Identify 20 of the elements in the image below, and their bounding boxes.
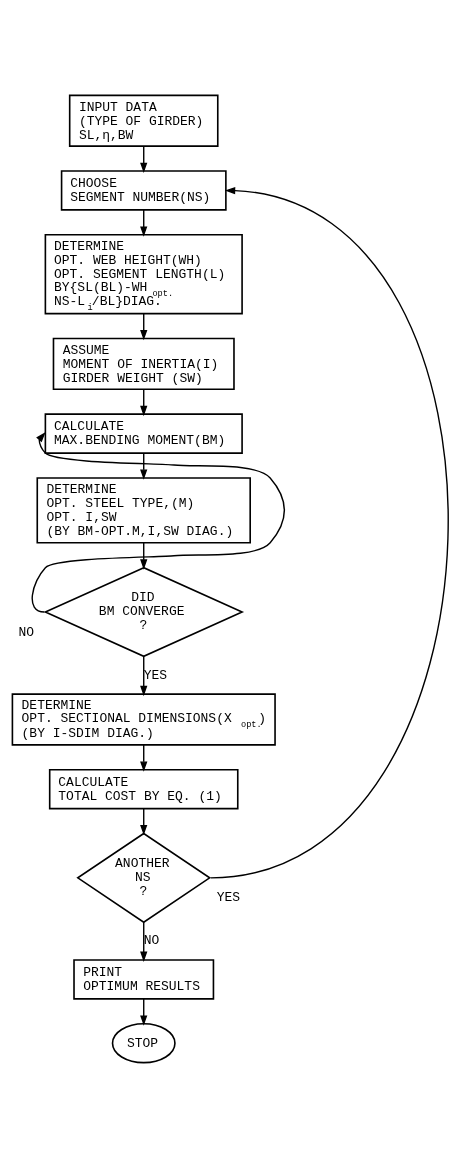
node-box: PRINT OPTIMUM RESULTS: [73, 958, 215, 1000]
node-diamond: ANOTHER NS ?: [76, 832, 212, 923]
node-box: DETERMINE OPT. STEEL TYPE,(M) OPT. I,SW (BY BM-OPT.M,I,SW DIAG.): [36, 476, 251, 544]
edge-label: YES: [216, 889, 241, 905]
arrow: [140, 655, 148, 696]
arrow: [140, 921, 148, 962]
node-box: CHOOSE SEGMENT NUMBER(NS): [60, 169, 227, 211]
edge-label: YES: [143, 667, 168, 683]
node-box: DETERMINE OPT. SECTIONAL DIMENSIONS(X$_{opt.}$) (BY I-SDIM DIAG.): [11, 692, 276, 746]
arrow: [210, 186, 449, 879]
node-box: INPUT DATA (TYPE OF GIRDER) SL,η,BW: [68, 94, 219, 147]
edge-label: NO: [18, 624, 35, 640]
node-box: CALCULATE MAX.BENDING MOMENT(BM): [44, 412, 243, 454]
node-box: CALCULATE TOTAL COST BY EQ. (1): [48, 768, 239, 809]
node-box: DETERMINE OPT. WEB HEIGHT(WH) OPT. SEGMENT LENGTH(L) BY{SL(BL)-WH$_{opt.}$ NS-L$_{i}$/BL}DIAG.: [44, 233, 243, 314]
node-diamond: DID BM CONVERGE ?: [43, 566, 245, 657]
arrow: [31, 431, 286, 613]
node-box: ASSUME MOMENT OF INERTIA(I) GIRDER WEIGHT (SW): [52, 337, 235, 390]
edge-label: NO: [143, 932, 160, 948]
node-ellipse: STOP: [111, 1022, 176, 1063]
